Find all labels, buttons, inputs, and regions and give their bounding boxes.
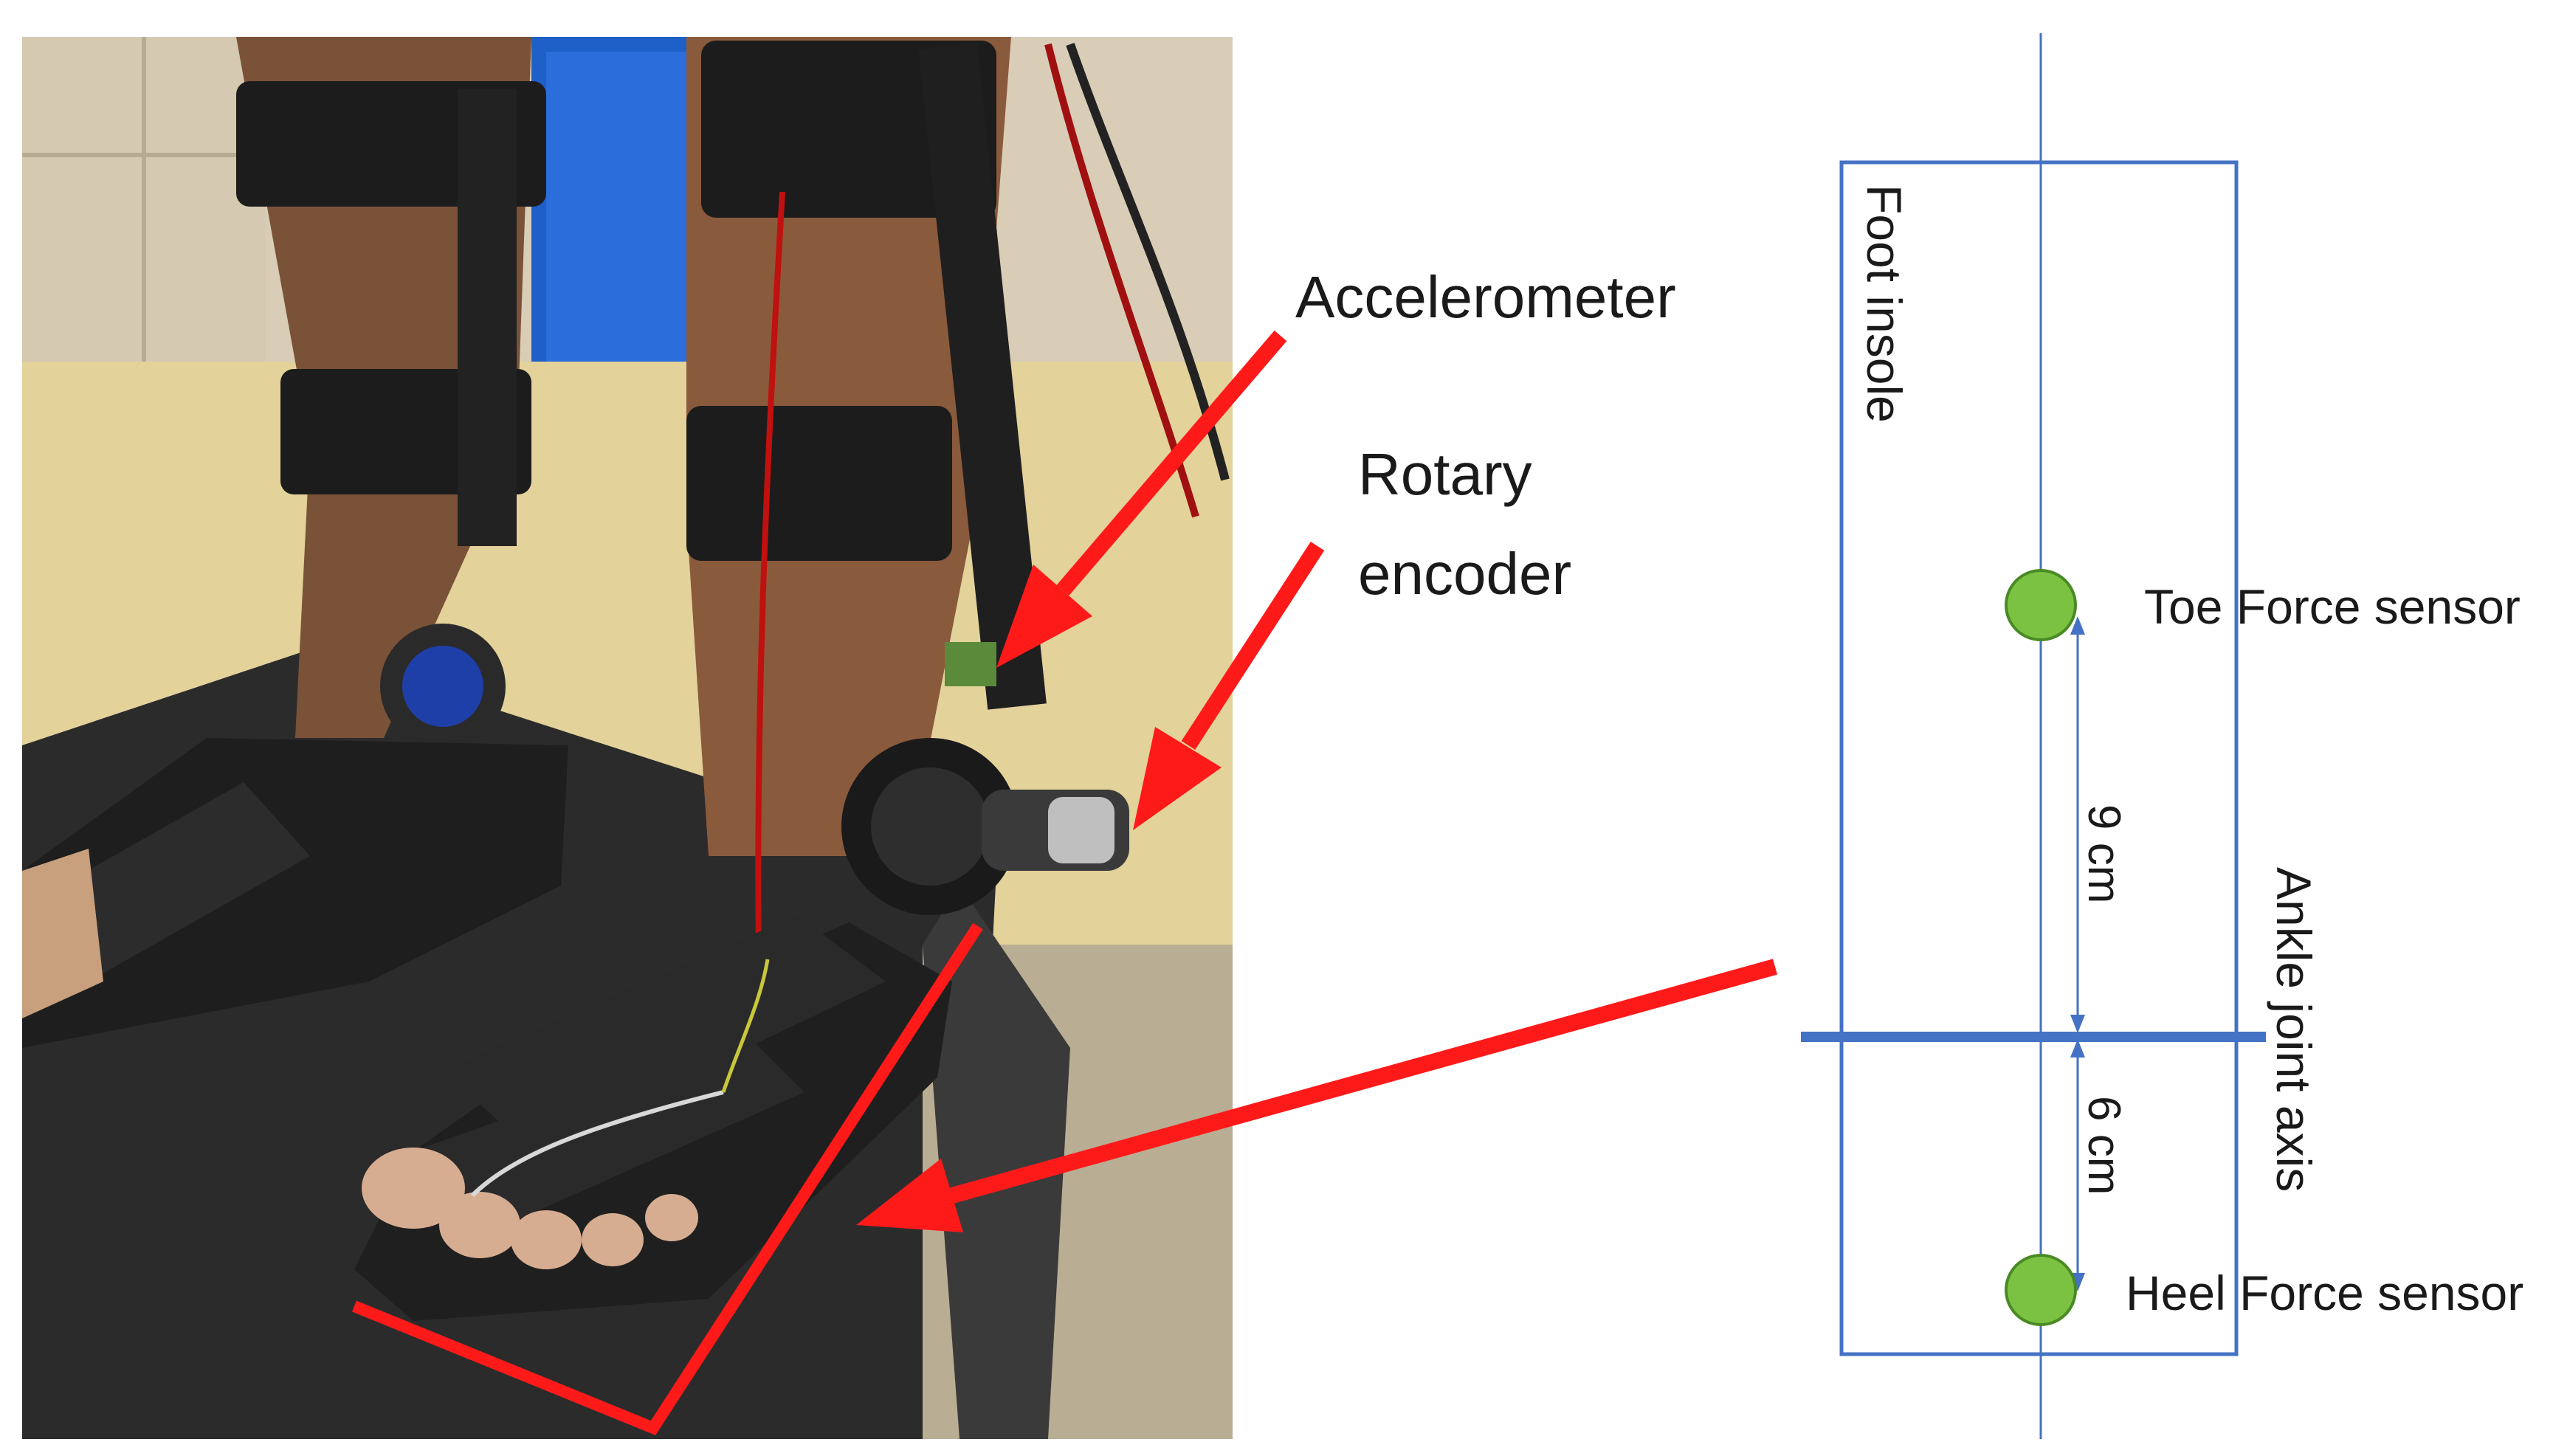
toe-force-sensor-label: Toe Force sensor <box>2144 579 2521 634</box>
photo-panel <box>22 37 1233 1439</box>
accelerometer-arrow <box>996 330 1287 668</box>
accelerometer-board <box>945 642 996 686</box>
rotary-encoder-label-line2: encoder <box>1358 541 1571 607</box>
left-leg <box>22 37 568 1048</box>
toe-force-sensor-icon <box>2005 569 2077 641</box>
rotary-encoder-device <box>841 642 1129 915</box>
left-sandal <box>22 738 568 1048</box>
heel-distance-label: 6 cm <box>2078 1096 2129 1195</box>
foot-insole-arrow <box>856 959 1777 1232</box>
rotary-encoder-arrow <box>1133 542 1325 830</box>
insole-outline-line <box>351 922 983 1435</box>
right-brace-strap-mid <box>686 406 952 561</box>
toes <box>362 959 770 1269</box>
foot-insole-label: Foot insole <box>1857 184 1912 423</box>
rotary-encoder-label-line1: Rotary <box>1358 441 1532 507</box>
toe-dimension <box>2070 616 2085 1033</box>
heel-force-sensor-label: Heel Force sensor <box>2126 1266 2523 1320</box>
insole-schematic: Foot insole 9 cm 6 cm Ankle joint axis T… <box>1801 33 2523 1439</box>
annotations <box>351 330 1777 1435</box>
accelerometer-label: Accelerometer <box>1295 264 1676 330</box>
foot-insole-outline <box>1839 160 2239 1356</box>
toe-distance-label: 9 cm <box>2078 804 2129 903</box>
right-leg <box>354 37 1230 1321</box>
heel-force-sensor-icon <box>2005 1254 2077 1326</box>
ankle-joint-axis-label: Ankle joint axis <box>2267 867 2321 1192</box>
